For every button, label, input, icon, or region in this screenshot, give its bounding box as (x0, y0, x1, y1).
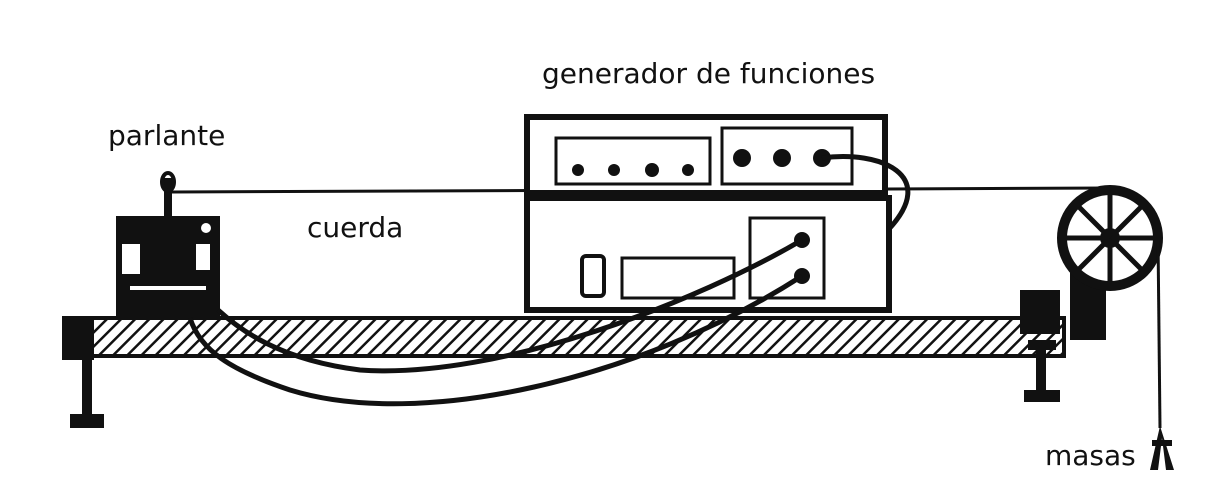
generator-panel-left (554, 136, 712, 186)
bench-top (66, 316, 1066, 358)
knob-2 (608, 164, 620, 176)
hanging-string (1156, 237, 1162, 429)
terminal-1 (733, 149, 751, 167)
knob-3 (645, 163, 659, 177)
bench (62, 290, 1066, 428)
terminal-2 (773, 149, 791, 167)
right-clamp-block (1020, 290, 1060, 334)
left-clamp-foot (70, 414, 104, 428)
right-clamp-screw (1036, 348, 1046, 396)
display-window (620, 256, 736, 300)
speaker-window-right (196, 244, 210, 270)
label-function-generator: generador de funciones (542, 57, 876, 90)
label-string: cuerda (307, 211, 404, 244)
cables (187, 154, 911, 407)
cable-upper-loop (821, 154, 911, 232)
function-generator (524, 114, 892, 313)
knob-1 (572, 164, 584, 176)
power-switch (580, 254, 606, 298)
speaker-rod (164, 178, 172, 218)
speaker (116, 171, 220, 320)
cable-1 (216, 237, 804, 374)
right-clamp-jaw (1028, 340, 1056, 350)
label-masses: masas (1045, 439, 1136, 472)
right-clamp-foot (1024, 390, 1060, 402)
speaker-screw (201, 223, 211, 233)
speaker-hook (160, 171, 176, 193)
speaker-slot (130, 286, 206, 290)
left-clamp (62, 316, 94, 360)
mass-hanger (1150, 426, 1174, 470)
speaker-window-left (122, 244, 140, 274)
cable-2 (187, 273, 804, 407)
label-speaker: parlante (108, 119, 226, 152)
pulley-spokes (1066, 194, 1154, 282)
pulley (1057, 185, 1163, 340)
masses (1150, 426, 1174, 470)
left-clamp-screw (82, 356, 92, 416)
knob-4 (682, 164, 694, 176)
